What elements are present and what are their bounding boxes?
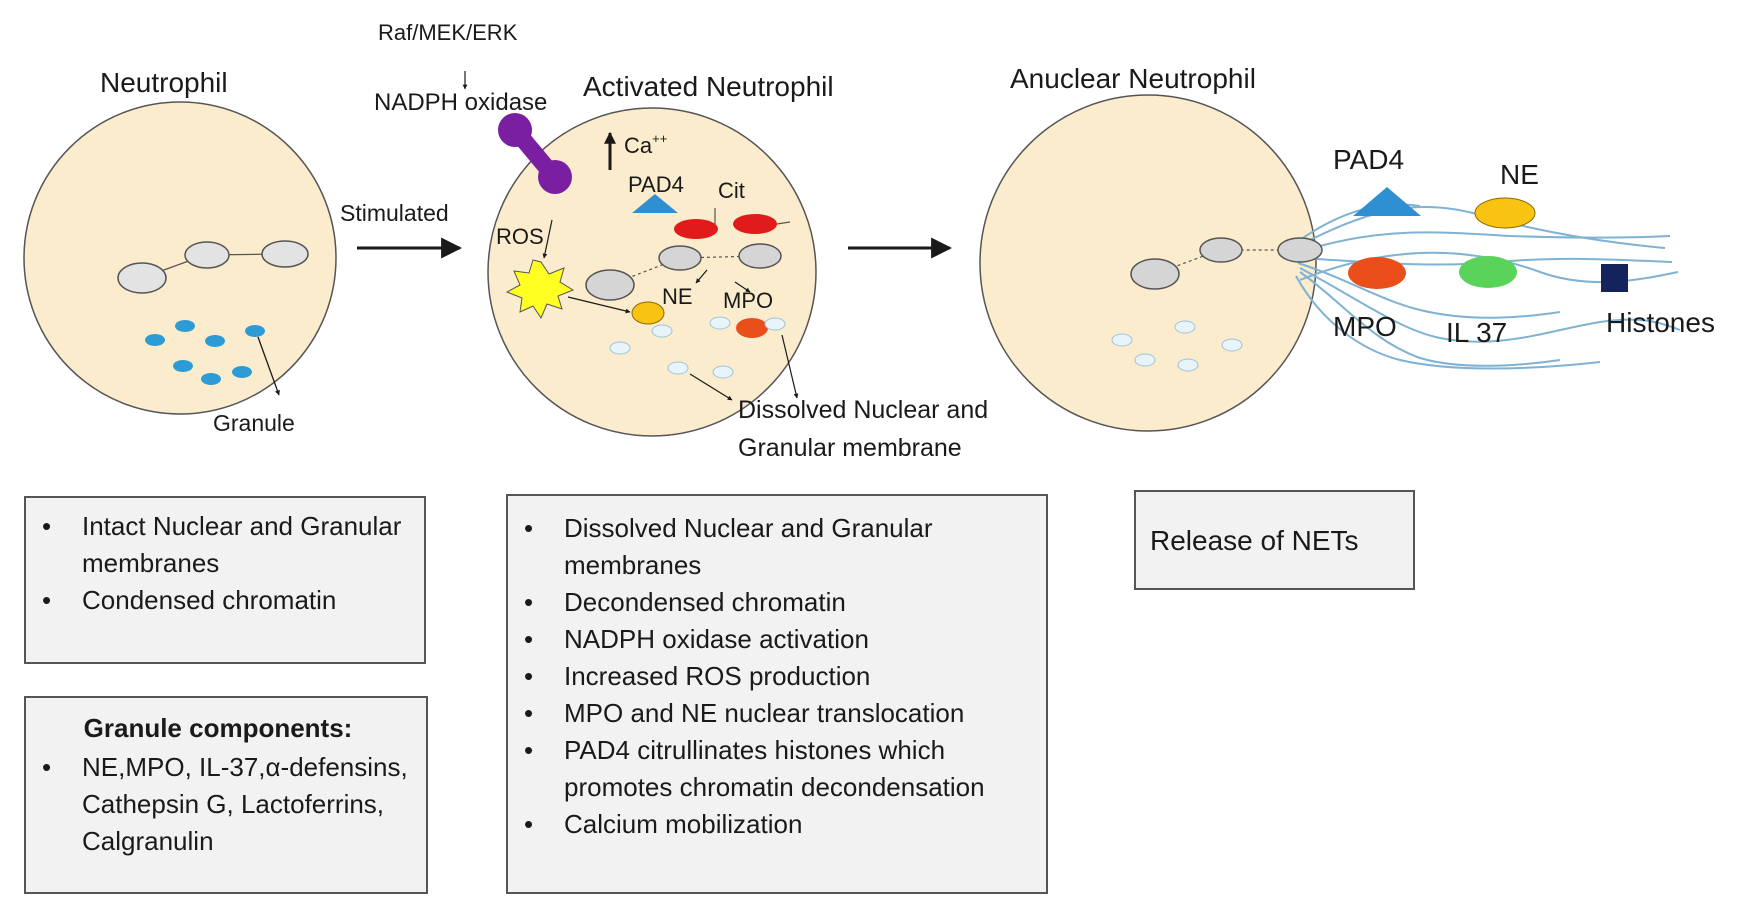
raf-mek-erk-label: Raf/MEK/ERK — [378, 20, 518, 45]
granule — [232, 366, 252, 378]
list-item: Intact Nuclear and Granular membranes — [42, 508, 424, 582]
activated-description-box: Dissolved Nuclear and Granular membranes… — [506, 494, 1048, 894]
il37-net-label: IL 37 — [1446, 317, 1507, 348]
granule — [173, 360, 193, 372]
list-item: NADPH oxidase activation — [524, 621, 1032, 658]
list-item: PAD4 citrullinates histones which promot… — [524, 732, 1032, 806]
neutrophil-feature-list: Intact Nuclear and Granular membranes Co… — [26, 508, 424, 619]
list-item: Calcium mobilization — [524, 806, 1032, 843]
granule — [245, 325, 265, 337]
granule — [175, 320, 195, 332]
release-of-nets-box: Release of NETs — [1134, 490, 1415, 590]
histones-label: Histones — [1606, 307, 1715, 338]
histone-square-icon — [1601, 264, 1628, 292]
mpo-inner-label: MPO — [723, 288, 773, 313]
nucleus-lobe — [117, 262, 167, 294]
list-item: Decondensed chromatin — [524, 584, 1032, 621]
dissolved-label-line1: Dissolved Nuclear and — [738, 396, 988, 424]
ne-translocation-arrow — [695, 269, 708, 284]
activated-feature-list: Dissolved Nuclear and Granular membranes… — [508, 510, 1032, 843]
list-item: Increased ROS production — [524, 658, 1032, 695]
activated-neutrophil-cell — [487, 107, 817, 437]
ne-inner-label: NE — [662, 284, 693, 309]
ne-yellow-oval — [631, 301, 665, 325]
chromatin-strand — [609, 255, 761, 286]
chromatin-strand — [776, 221, 791, 225]
nucleus-lobe — [585, 269, 635, 301]
il37-green-oval — [1459, 256, 1517, 288]
pad4-net-label: PAD4 — [1333, 144, 1404, 175]
ros-label: ROS — [496, 224, 544, 249]
list-item: NE,MPO, IL-37,α-defensins, Cathepsin G, … — [42, 749, 410, 860]
stimulated-label: Stimulated — [340, 200, 449, 226]
neutrophil-title: Neutrophil — [100, 67, 228, 98]
pad4-inner-label: PAD4 — [628, 172, 684, 197]
neutrophil-description-box: Intact Nuclear and Granular membranes Co… — [24, 496, 426, 664]
dissolved-pointer — [689, 373, 733, 401]
nucleus-lobe — [1130, 258, 1180, 290]
ca-label: Ca++ — [624, 131, 667, 158]
dissolved-granules — [1111, 320, 1243, 372]
pad4-triangle-icon — [1353, 187, 1421, 216]
nucleus-lobe — [738, 243, 782, 269]
ros-to-ne-arrow — [567, 296, 631, 314]
granules — [145, 320, 265, 385]
nadph-to-ros-arrow — [542, 219, 553, 259]
granule-components-list: NE,MPO, IL-37,α-defensins, Cathepsin G, … — [26, 749, 410, 860]
list-item: Condensed chromatin — [42, 582, 424, 619]
ne-net-label: NE — [1500, 159, 1539, 190]
mpo-translocation-arrow — [734, 281, 751, 293]
dissolved-granules — [609, 316, 786, 379]
nadph-oxidase-label: NADPH oxidase — [374, 89, 547, 116]
nadph-oxidase-icon — [498, 113, 572, 194]
dissolved-pointer — [781, 334, 799, 399]
granule — [145, 334, 165, 346]
activated-neutrophil-title: Activated Neutrophil — [583, 71, 834, 102]
granule-label: Granule — [213, 410, 295, 436]
list-item: Dissolved Nuclear and Granular membranes — [524, 510, 1032, 584]
release-of-nets-text: Release of NETs — [1150, 524, 1359, 556]
list-item: MPO and NE nuclear translocation — [524, 695, 1032, 732]
nucleus-lobe — [1199, 237, 1243, 263]
nucleus-lobe — [261, 240, 309, 268]
ne-yellow-oval — [1474, 197, 1536, 229]
pad4-triangle-icon — [632, 194, 678, 213]
cit-red-oval — [733, 214, 777, 234]
nucleus-lobe — [1277, 237, 1323, 263]
granule-components-box: Granule components: NE,MPO, IL-37,α-defe… — [24, 696, 428, 894]
mpo-net-label: MPO — [1333, 311, 1397, 342]
nucleus-lobe — [658, 245, 702, 271]
anuclear-neutrophil-title: Anuclear Neutrophil — [1010, 63, 1256, 94]
dissolved-label-line2: Granular membrane — [738, 434, 962, 462]
mpo-red-oval — [1348, 257, 1406, 289]
granule-pointer — [257, 336, 280, 396]
granule — [201, 373, 221, 385]
ros-burst-icon — [505, 259, 575, 320]
granule-components-heading: Granule components: — [83, 713, 353, 743]
cit-red-oval — [674, 219, 718, 239]
granule — [205, 335, 225, 347]
nucleus-lobe — [184, 241, 230, 269]
chromatin-strand — [1154, 249, 1298, 275]
mpo-red-oval — [736, 318, 768, 338]
cit-label: Cit — [718, 178, 745, 203]
